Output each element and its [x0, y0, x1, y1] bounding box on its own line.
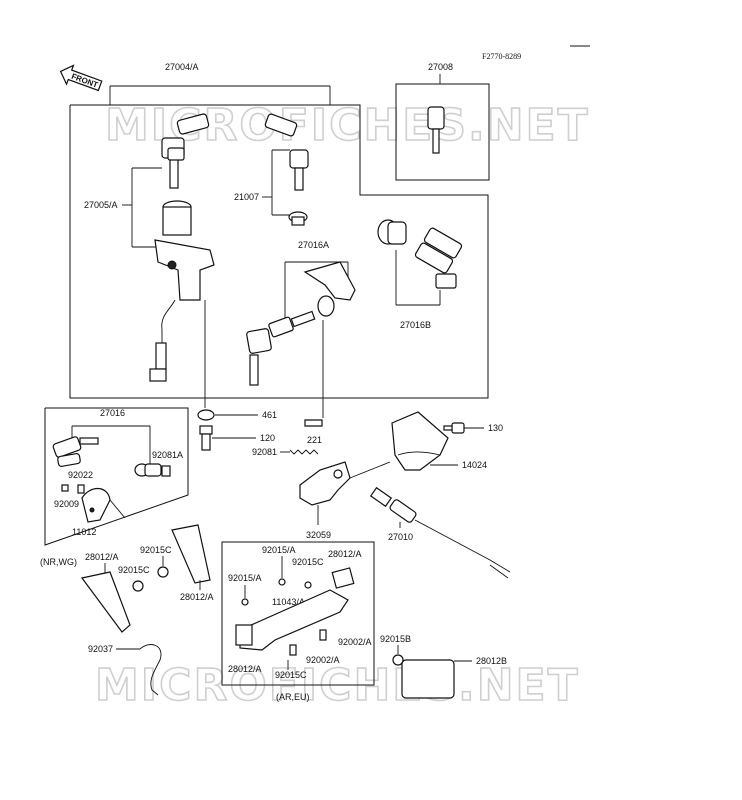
plate-part-11043A — [239, 589, 349, 651]
label-32059: 32059 — [306, 530, 331, 540]
label-27005A: 27005/A — [84, 200, 118, 210]
nut-part-92015C-b — [132, 580, 144, 592]
cover-part-14024 — [391, 411, 449, 471]
areu-box — [221, 541, 375, 686]
seat-lock-part — [246, 261, 356, 386]
label-92002A-a: 92002/A — [338, 637, 372, 647]
front-arrow: FRONT — [59, 64, 103, 92]
key-blank-box — [395, 83, 490, 181]
label-21007: 21007 — [234, 192, 259, 202]
screw-part-120 — [199, 425, 213, 451]
spring-part-92081A — [161, 465, 171, 477]
label-92081: 92081 — [252, 447, 277, 457]
spring-part-92081 — [289, 449, 319, 455]
nrwg-box — [44, 407, 189, 546]
key-blank-part — [427, 106, 445, 154]
screw-part-92009 — [61, 484, 69, 492]
label-27008: 27008 — [428, 62, 453, 72]
label-130: 130 — [488, 423, 503, 433]
label-areu: (AR,EU) — [276, 692, 310, 702]
label-nrwg: (NR,WG) — [40, 557, 77, 567]
label-120: 120 — [260, 433, 275, 443]
label-92015A-top: 92015/A — [262, 545, 296, 555]
label-11012: 11012 — [72, 527, 96, 537]
diagram-ref-code: F2770-8289 — [482, 52, 521, 61]
label-221: 221 — [307, 435, 322, 445]
label-11043A: 11043/A — [272, 597, 305, 607]
reflector-part-right — [331, 567, 355, 589]
helmet-lock-part — [377, 219, 463, 289]
bracket-part-areu — [235, 624, 253, 646]
nut-part-92015B — [392, 654, 404, 666]
label-27004A: 27004/A — [165, 62, 199, 72]
label-28012A-left: 28012/A — [85, 552, 119, 562]
label-92037: 92037 — [88, 644, 113, 654]
label-28012A-mid: 28012/A — [180, 592, 214, 602]
screw-part-221 — [304, 419, 323, 427]
label-92015B: 92015B — [380, 634, 411, 644]
main-assembly-box — [69, 104, 489, 399]
bracket-part-32059 — [299, 461, 351, 506]
plate-part-11012 — [81, 487, 111, 523]
label-92015C-a: 92015C — [140, 545, 172, 555]
wire-part-92037 — [139, 644, 162, 696]
label-27016B: 27016B — [400, 320, 431, 330]
label-27016A: 27016A — [298, 240, 329, 250]
reflector-part-mid — [171, 524, 211, 584]
label-28012B: 28012B — [476, 656, 507, 666]
label-92015C-d: 92015C — [275, 670, 307, 680]
label-28012A-right: 28012/A — [328, 549, 362, 559]
label-92009: 92009 — [54, 499, 79, 509]
nut-part-92015C-a — [157, 566, 169, 578]
label-28012A-bottom: 28012/A — [228, 664, 262, 674]
label-14024: 14024 — [462, 460, 487, 470]
label-92081A: 92081A — [152, 450, 183, 460]
label-92015C-c: 92015C — [292, 557, 324, 567]
key-set-part-27016 — [52, 436, 162, 477]
reflector-part-28012B — [401, 659, 455, 699]
reflector-part-left — [80, 571, 131, 633]
label-27010: 27010 — [388, 532, 413, 542]
bolt-part-130 — [443, 422, 465, 434]
ignition-switch-part — [149, 200, 215, 382]
label-92015C-b: 92015C — [118, 565, 150, 575]
label-92022: 92022 — [68, 470, 93, 480]
cable-part-27010 — [369, 486, 511, 579]
label-92002A-b: 92002/A — [306, 655, 340, 665]
label-92015A-left: 92015/A — [228, 573, 262, 583]
ignition-keys-part — [161, 113, 210, 189]
label-461: 461 — [262, 410, 277, 420]
key-cylinder-part — [264, 113, 309, 226]
label-27016: 27016 — [100, 408, 125, 418]
washer-part-92022 — [77, 484, 85, 494]
washer-part — [197, 409, 215, 421]
